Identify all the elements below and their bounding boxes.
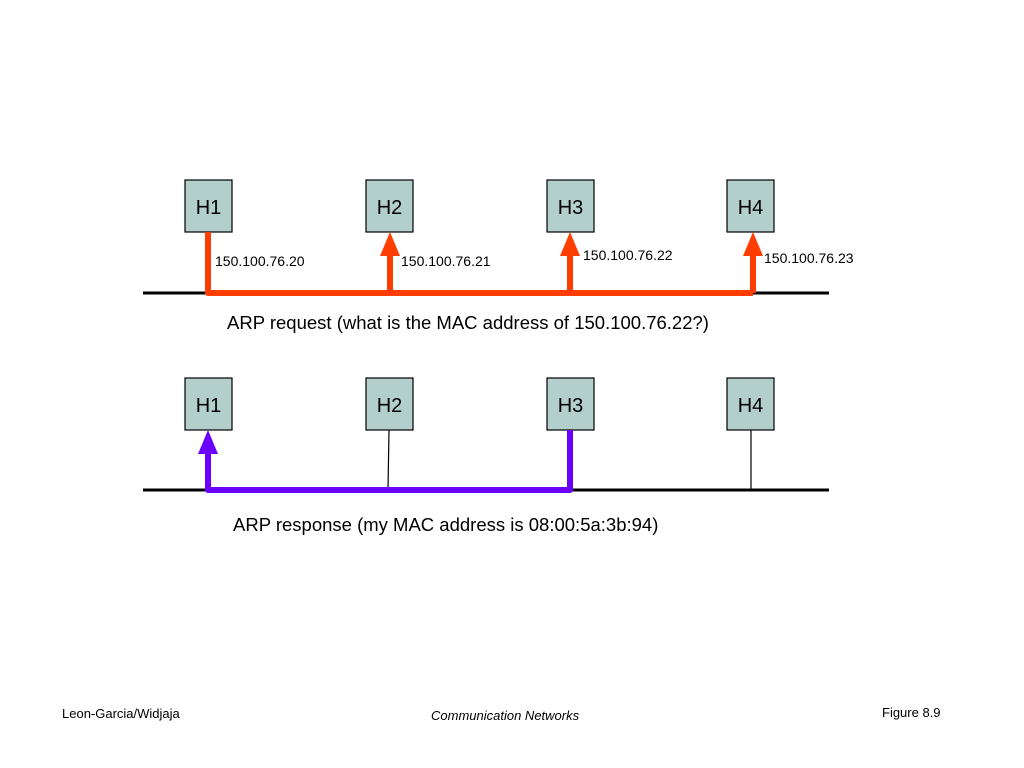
footer-figure-number: Figure 8.9 — [882, 705, 941, 720]
host-label: H3 — [558, 197, 584, 219]
host-label: H1 — [196, 395, 222, 417]
ip-label-h4: 150.100.76.23 — [764, 250, 854, 266]
request-host-h2: H2 — [365, 179, 414, 233]
ip-label-h2: 150.100.76.21 — [401, 253, 491, 269]
response-drop-h2 — [387, 429, 390, 491]
request-caption: ARP request (what is the MAC address of … — [227, 312, 709, 333]
request-arrow-h3-head — [560, 232, 580, 256]
host-label: H4 — [738, 197, 764, 219]
request-panel: H1 H2 H3 H4 150.100.76.20 150.100.76.21 … — [143, 179, 854, 333]
response-arrow-h1-head — [198, 430, 218, 454]
response-host-h2: H2 — [365, 377, 414, 431]
response-unicast-path — [205, 430, 573, 493]
host-label: H1 — [196, 197, 222, 219]
host-label: H2 — [377, 197, 403, 219]
ip-label-h3: 150.100.76.22 — [583, 247, 673, 263]
host-label: H4 — [738, 395, 764, 417]
response-host-h3: H3 — [546, 377, 595, 431]
request-arrow-h4-head — [743, 232, 763, 256]
response-panel: H1 H2 H3 H4 ARP response (my MAC address… — [143, 377, 829, 535]
request-arrow-h2-head — [380, 232, 400, 256]
response-caption: ARP response (my MAC address is 08:00:5a… — [233, 514, 658, 535]
response-host-h4: H4 — [726, 377, 775, 431]
ip-label-h1: 150.100.76.20 — [215, 253, 305, 269]
host-label: H2 — [377, 395, 403, 417]
request-host-h3: H3 — [546, 179, 595, 233]
host-label: H3 — [558, 395, 584, 417]
footer-authors: Leon-Garcia/Widjaja — [62, 706, 180, 721]
request-host-h1: H1 — [184, 179, 233, 233]
request-host-h4: H4 — [726, 179, 775, 233]
footer-book-title: Communication Networks — [431, 708, 580, 723]
response-host-h1: H1 — [184, 377, 233, 431]
